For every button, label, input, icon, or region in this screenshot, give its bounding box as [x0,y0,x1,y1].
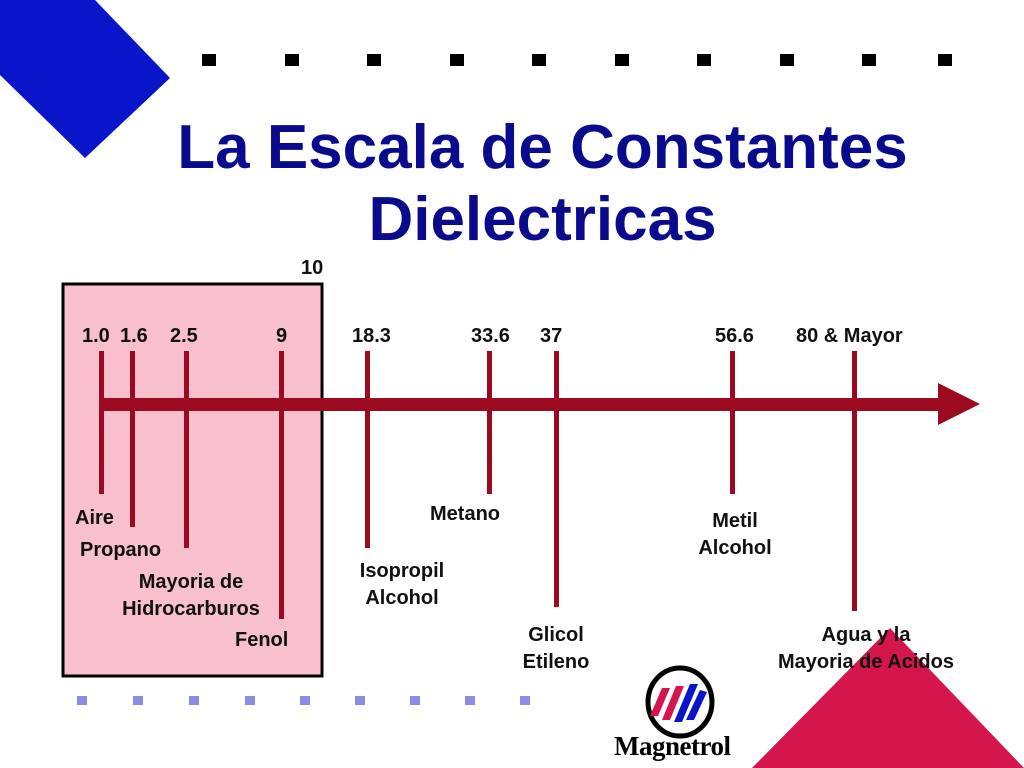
material-metil-line1: Metil [712,510,758,532]
top-dot-row [202,54,952,66]
marker-line-metil [730,351,735,494]
value-label-fenol: 9 [276,325,288,347]
value-label-agua: 80 & Mayor [796,325,903,347]
corner-blue-diamond [0,0,170,158]
material-hidrocarburos: Mayoria de Hidrocarburos [112,569,270,623]
marker-line-agua [852,351,857,611]
material-hidrocarburos-line1: Mayoria de [138,571,244,593]
slide-title: La Escala de Constantes Dielectricas [0,112,1024,256]
material-agua: Agua y la Mayoria de Acidos [760,622,972,676]
material-glicol: Glicol Etileno [508,622,604,676]
material-fenol-line1: Fenol [235,629,289,651]
material-metil-line2: Alcohol [698,537,772,559]
material-aire-line1: Aire [75,507,114,529]
value-label-isopropil: 18.3 [352,325,391,347]
marker-line-aire [99,351,104,494]
value-label-glicol: 37 [540,325,563,347]
material-propano: Propano [80,537,161,564]
material-agua-line2: Mayoria de Acidos [778,651,954,673]
material-glicol-line1: Glicol [528,624,584,646]
marker-line-fenol [279,351,284,619]
marker-line-glicol [554,351,559,607]
material-hidrocarburos-line2: Hidrocarburos [122,598,260,620]
title-line-1: La Escala de Constantes [177,113,908,182]
corner-magenta-triangle [752,628,1024,768]
material-agua-line1: Agua y la [821,624,911,646]
axis-arrowhead [938,383,980,425]
value-label-aire: 1.0 [82,325,110,347]
bottom-dot-row [77,696,530,705]
marker-line-propano [130,351,135,527]
marker-line-hidrocarburos [184,351,189,548]
material-fenol: Fenol [235,627,288,654]
material-glicol-line2: Etileno [522,651,590,673]
material-isopropil-line1: Isopropil [359,560,445,582]
value-label-hidrocarburos: 2.5 [170,325,198,347]
marker-line-metano [487,351,492,494]
title-line-2: Dielectricas [368,185,717,254]
low-range-box [61,282,324,678]
marker-line-isopropil [365,351,370,548]
material-isopropil: Isopropil Alcohol [348,558,456,612]
value-label-metano: 33.6 [471,325,510,347]
magnetrol-logo-icon [645,665,715,739]
material-metano: Metano [430,501,500,528]
highlight-boundary-label: 10 [301,257,324,279]
scale-axis [100,398,945,411]
material-metano-line1: Metano [430,503,500,525]
magnetrol-logo-text: Magnetrol [614,731,731,761]
value-label-propano: 1.6 [120,325,148,347]
material-propano-line1: Propano [80,539,162,561]
value-label-metil: 56.6 [715,325,754,347]
material-isopropil-line2: Alcohol [365,587,439,609]
material-aire: Aire [75,505,114,532]
material-metil: Metil Alcohol [686,508,784,562]
